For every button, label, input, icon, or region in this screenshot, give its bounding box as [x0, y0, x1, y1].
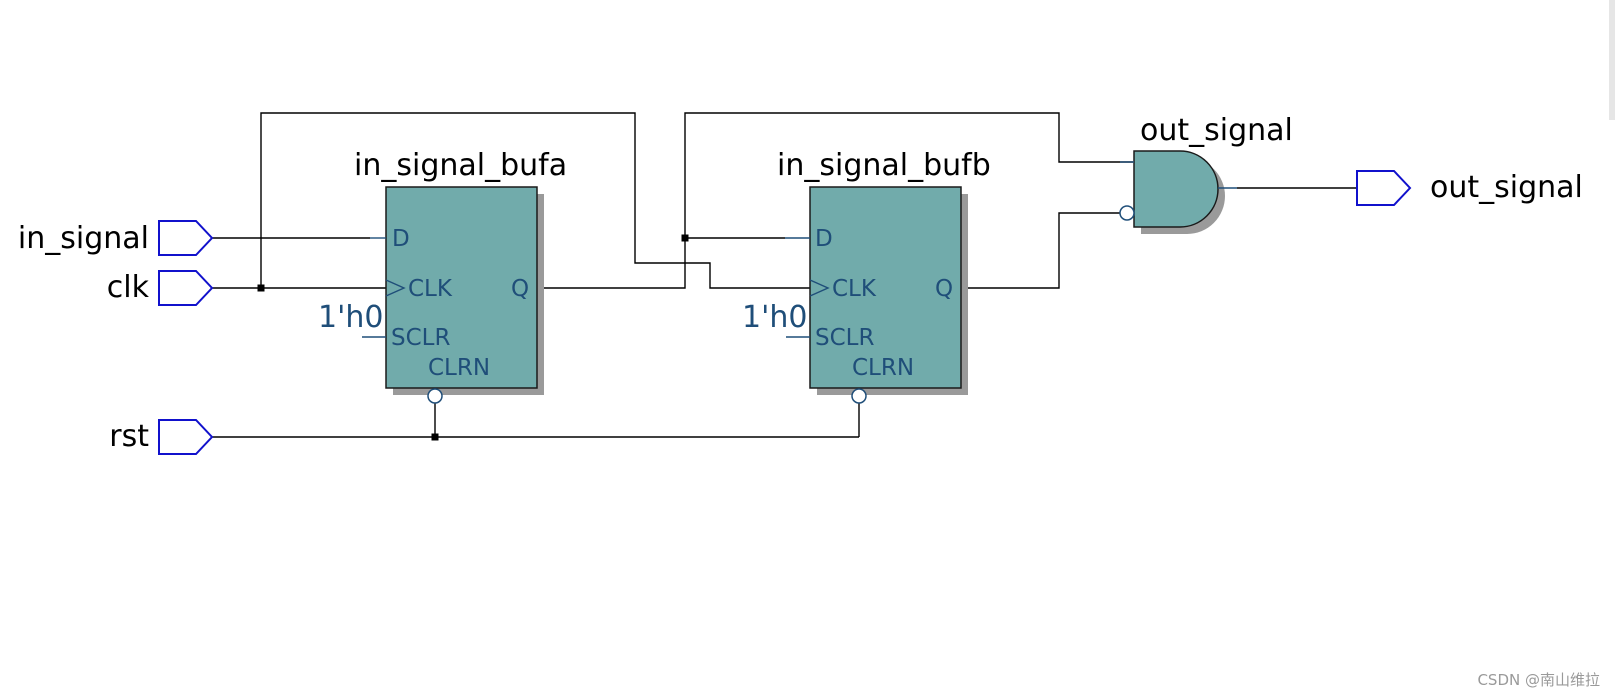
register-bufa-body — [385, 186, 538, 389]
input-port-in-signal[interactable]: in_signal — [18, 220, 214, 256]
port-clk-label: clk — [107, 270, 150, 305]
bufb-pin-clrn: CLRN — [852, 355, 914, 381]
watermark: CSDN @南山维拉 — [1477, 671, 1600, 689]
wires — [212, 112, 1357, 441]
port-in-signal-shape — [158, 220, 214, 256]
wire-bufa-q — [537, 112, 1133, 289]
port-out-signal-shape — [1356, 170, 1412, 206]
and-gate-body — [1133, 150, 1219, 228]
junction-bufa-q — [681, 234, 689, 242]
bufb-sclr-constant: 1'h0 — [742, 300, 807, 335]
wire-clk-branch — [260, 112, 810, 289]
bufa-clrn-bubble — [427, 388, 443, 404]
bufa-pin-clk: CLK — [408, 276, 453, 302]
register-bufb-title: in_signal_bufb — [777, 148, 991, 183]
bufa-sclr-constant: 1'h0 — [318, 300, 383, 335]
port-out-signal-label: out_signal — [1430, 170, 1583, 205]
bufa-pin-clrn: CLRN — [428, 355, 490, 381]
bufa-clock-marker — [385, 279, 406, 297]
scrollbar-edge[interactable] — [1609, 0, 1615, 120]
bufb-clrn-bubble — [851, 388, 867, 404]
bufb-clock-marker — [809, 279, 830, 297]
bufa-pin-d: D — [392, 226, 410, 252]
input-port-rst[interactable]: rst — [109, 419, 214, 455]
bufb-pin-sclr: SCLR — [815, 325, 874, 351]
output-port-out-signal[interactable]: out_signal — [1356, 170, 1583, 206]
port-in-signal-label: in_signal — [18, 221, 149, 256]
wire-bufb-q — [961, 212, 1120, 289]
bufb-pin-clk: CLK — [832, 276, 877, 302]
register-in-signal-bufa[interactable]: in_signal_bufa D CLK Q 1'h0 SCLR CLRN — [318, 148, 567, 404]
and-gate-out-signal[interactable]: out_signal — [1119, 113, 1293, 234]
bufb-pin-q: Q — [935, 276, 953, 302]
and-gate-title: out_signal — [1140, 113, 1293, 148]
register-bufa-title: in_signal_bufa — [354, 148, 567, 183]
register-in-signal-bufb[interactable]: in_signal_bufb D CLK Q 1'h0 SCLR CLRN — [742, 148, 991, 404]
bufa-pin-q: Q — [511, 276, 529, 302]
port-rst-label: rst — [109, 419, 149, 454]
port-rst-shape — [158, 419, 214, 455]
bufa-pin-sclr: SCLR — [391, 325, 450, 351]
junction-rst — [431, 433, 439, 441]
bufb-pin-d: D — [815, 226, 833, 252]
input-port-clk[interactable]: clk — [107, 270, 214, 306]
and-gate-inverted-input-bubble — [1119, 205, 1135, 221]
junction-clk — [257, 284, 265, 292]
port-clk-shape — [158, 270, 214, 306]
register-bufb-body — [809, 186, 962, 389]
